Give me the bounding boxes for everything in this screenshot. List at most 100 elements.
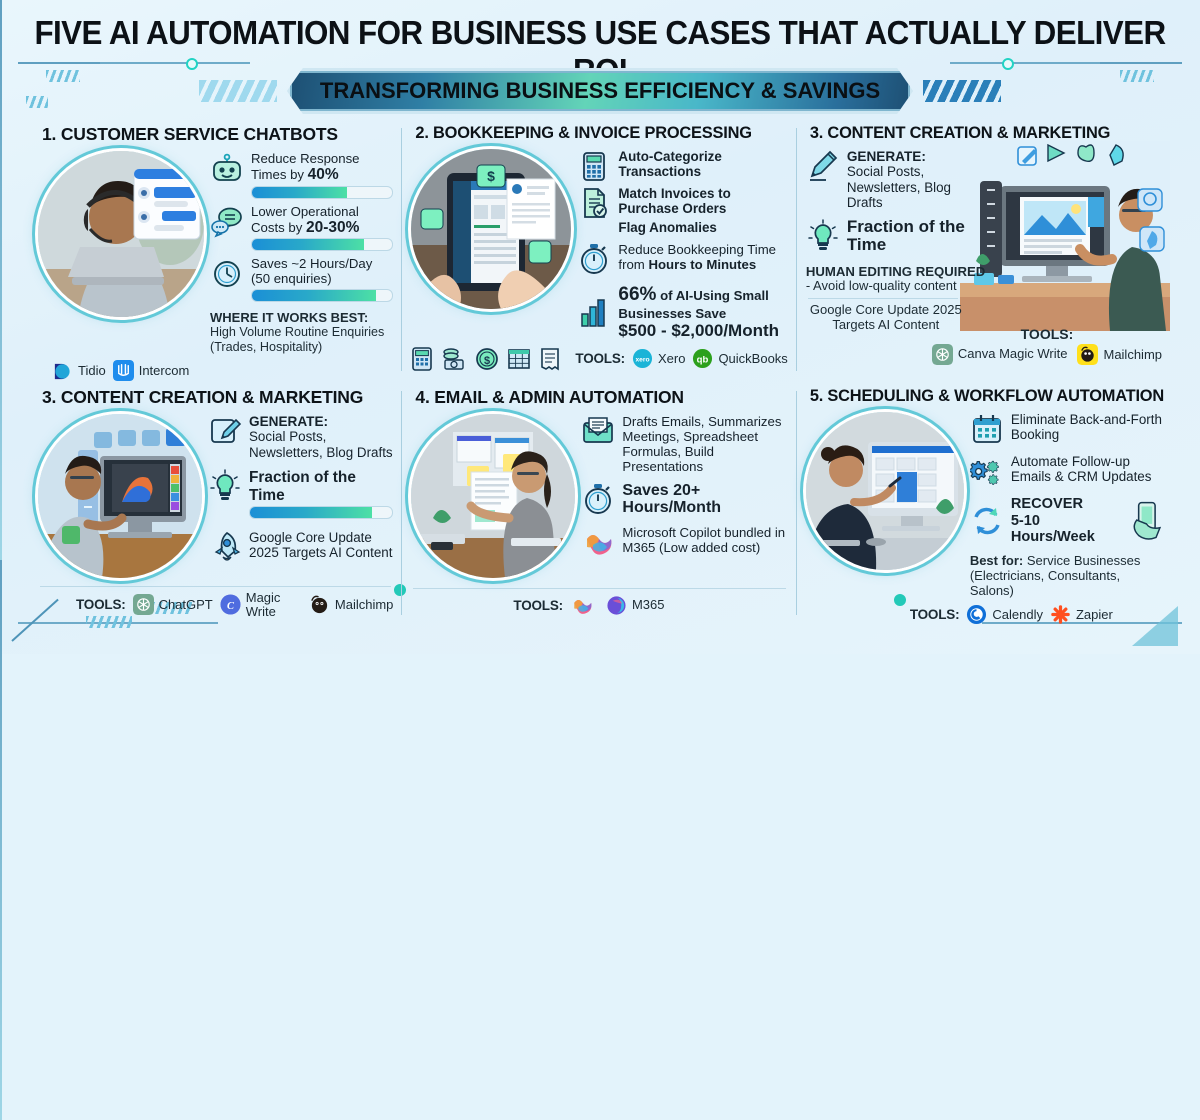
fact-item: GENERATE: Social Posts, Newsletters, Blo… (208, 414, 393, 460)
svg-text:$: $ (488, 168, 496, 184)
refresh-cycle-icon (974, 507, 1000, 535)
fact-text: GENERATE: Social Posts, Newsletters, Blo… (847, 149, 986, 210)
fact-strong: Hours to Minutes (648, 257, 757, 273)
panel-6-tools: TOOLS: Calendly (910, 604, 1164, 625)
tool-m365[interactable]: M365 (606, 595, 665, 616)
tools-label: TOOLS: (513, 597, 563, 613)
frame-right-rail (0, 560, 2, 1120)
panel-5-photo (411, 414, 576, 578)
m365-logo (607, 595, 626, 615)
fact-strong: RECOVER (1010, 496, 1083, 512)
panel-content-creation-bottom: 3. CONTENT CREATION & MARKETING (28, 381, 401, 625)
tool-xero[interactable]: xero Xero (632, 348, 685, 369)
bar-chart-icon (581, 299, 606, 328)
tool-calendly[interactable]: Calendly (966, 604, 1043, 625)
fact-item: 66% of AI-Using Small Businesses Save $5… (577, 284, 787, 340)
svg-text:$: $ (484, 355, 490, 367)
tool-tidio[interactable]: Tidio (52, 360, 106, 381)
tool-name: Magic Write (245, 590, 281, 619)
tool-mailchimp[interactable]: Mailchimp (1077, 344, 1162, 365)
hand-phone-icon (1133, 501, 1162, 540)
fact-item: Reduce Response Times by 40% (210, 151, 394, 201)
fact-strong: GENERATE: (249, 414, 329, 429)
note-text: High Volume Routine Enquiries (Trades, H… (210, 325, 385, 354)
panel-2-footer: $ TOOLS: (411, 344, 788, 372)
tool-name: Mailchimp (1103, 346, 1162, 362)
panel-5-tools: TOOLS: M365 (513, 593, 787, 617)
panel-4-heading: 3. CONTENT CREATION & MARKETING (42, 387, 364, 407)
panel-6-heading: 5. SCHEDULING & WORKFLOW AUTOMATION (809, 387, 1164, 405)
progress-bar (251, 238, 394, 252)
dollar-coin-icon: $ (476, 348, 499, 371)
panel-content-creation-top: 3. CONTENT CREATION & MARKETING (795, 118, 1172, 381)
tool-name: Tidio (78, 362, 106, 378)
fact-item: Fraction of the Time (208, 469, 394, 521)
fact-text: Lower Operational Costs by 20-30% (251, 203, 394, 254)
panel-3-note: HUMAN EDITING REQUIRED - Avoid low-quali… (806, 264, 986, 294)
panel-6-photo (805, 412, 964, 570)
tool-quickbooks[interactable]: qb QuickBooks (692, 348, 788, 369)
clock-icon (214, 261, 240, 288)
note-caption: HUMAN EDITING REQUIRED (805, 264, 986, 280)
support-agent-illustration (38, 151, 204, 317)
tablet-accounting-illustration: $ (411, 149, 572, 309)
fact-text: Reduce Bookkeeping Time from Hours to Mi… (618, 242, 787, 272)
panel-1-tools: Tidio Intercom (52, 360, 393, 381)
panel-5-heading: 4. EMAIL & ADMIN AUTOMATION (415, 387, 684, 407)
fact-item: Auto-Categorize Transactions (577, 149, 787, 183)
panel-4-tools: TOOLS: ChatGPT C Magic Write (76, 591, 393, 618)
fact-strong: 20-30% (305, 218, 360, 236)
tool-name: QuickBooks (718, 350, 788, 366)
fact-text: Drafts Emails, Summarizes Meetings, Spre… (622, 414, 782, 475)
panel-4-divider (40, 586, 392, 587)
tool-copilot[interactable] (570, 593, 599, 617)
chat-bubbles-icon (211, 207, 242, 238)
panel-3-facts: GENERATE: Social Posts, Newsletters, Blo… (806, 149, 986, 333)
fact-lead: Reduce Response Times by (251, 151, 360, 183)
fact-strong: 66% (618, 284, 657, 306)
fact-item: Drafts Emails, Summarizes Meetings, Spre… (581, 414, 787, 474)
panel-2-photo: $ (411, 149, 572, 309)
tool-magic-write[interactable]: C Magic Write (220, 591, 302, 618)
note-text: - Avoid low-quality content (805, 278, 957, 294)
panel-1-facts: Reduce Response Times by 40% (210, 151, 394, 355)
quickbooks-logo: qb (693, 348, 713, 368)
mailchimp-logo (311, 595, 328, 614)
fact-lead: 5-10 Hours/Week (1010, 512, 1095, 546)
openai-logo (132, 594, 154, 616)
fact-item: Lower Operational Costs by 20-30% (210, 203, 394, 254)
tool-name: Calendly (992, 606, 1043, 622)
svg-text:C: C (227, 601, 235, 612)
fact-lead: of AI-Using Small Businesses Save (618, 288, 769, 321)
note-caption: WHERE IT WORKS BEST: (210, 309, 369, 325)
tool-intercom[interactable]: Intercom (112, 360, 189, 381)
note-text: Service Businesses (Electricians, Consul… (969, 552, 1141, 598)
tool-mailchimp[interactable]: Mailchimp (309, 594, 393, 615)
panel-1-note: WHERE IT WORKS BEST: High Volume Routine… (210, 309, 393, 355)
tool-name: ChatGPT (158, 596, 213, 612)
fact-item: RECOVER 5-10 Hours/Week (970, 496, 1164, 546)
tools-label: TOOLS: (76, 597, 126, 613)
tool-canva-magic-write[interactable]: Canva Magic Write (931, 344, 1067, 365)
tool-chatgpt[interactable]: ChatGPT (132, 594, 213, 616)
fact-lead: Social Posts, Newsletters, Blog Drafts (846, 164, 952, 211)
tool-zapier[interactable]: Zapier (1050, 604, 1113, 625)
fact-strong: Fraction of the Time (249, 469, 356, 504)
panel-2-heading: 2. BOOKKEEPING & INVOICE PROCESSING (415, 124, 752, 142)
fact-text: Eliminate Back-and-Forth Booking (1010, 412, 1162, 443)
fact-item: GENERATE: Social Posts, Newsletters, Blo… (806, 149, 986, 210)
fact-lead: Lower Operational Costs by (251, 203, 359, 235)
openai-logo (931, 344, 953, 365)
fact-text: Match Invoices to Purchase Orders (618, 186, 731, 217)
panel-3-footer-note: Google Core Update 2025 Targets AI Conte… (809, 302, 962, 333)
tools-label: TOOLS: (1020, 326, 1074, 342)
panel-3-heading: 3. CONTENT CREATION & MARKETING (809, 124, 1111, 142)
stopwatch-icon (581, 244, 608, 275)
fact-text: Flag Anomalies (618, 220, 717, 235)
fact-item: Eliminate Back-and-Forth Booking (970, 412, 1164, 446)
fact-amount: $500 - $2,000/Month (618, 320, 780, 340)
intercom-logo (112, 360, 134, 381)
fact-text: 66% of AI-Using Small Businesses Save $5… (618, 284, 787, 340)
fact-lead: Reduce Bookkeeping Time from (618, 242, 777, 273)
panel-6-facts: Eliminate Back-and-Forth Booking (969, 412, 1164, 598)
